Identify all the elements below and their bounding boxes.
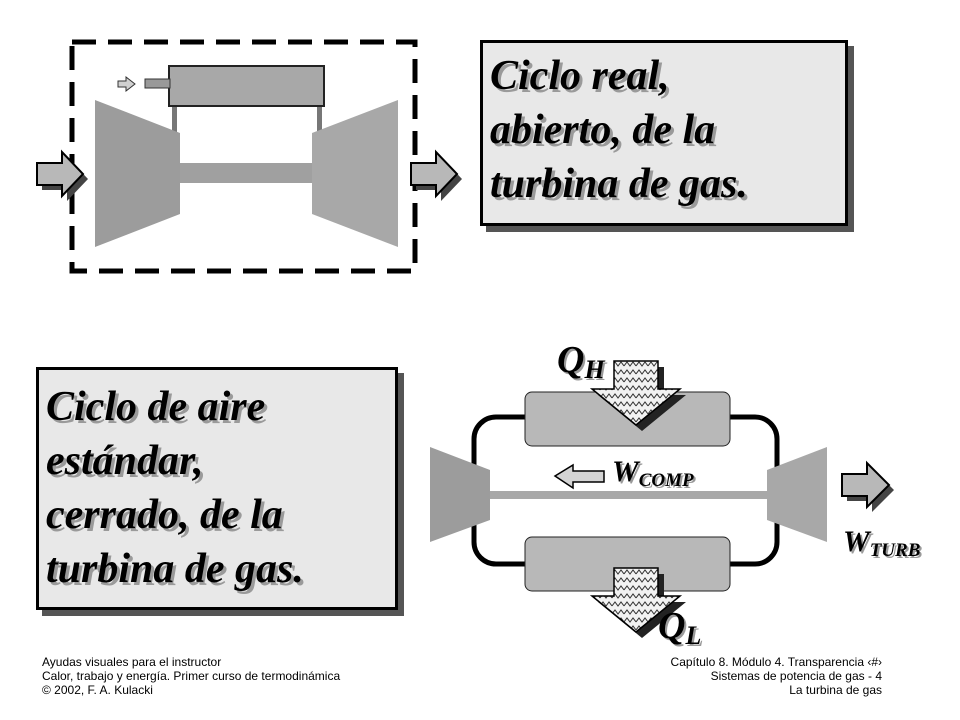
combustor-leg-left <box>172 103 177 137</box>
label-wturb: WTURB <box>843 525 920 562</box>
work-turb-arrow-icon <box>841 460 894 512</box>
fuel-pipe <box>144 78 171 89</box>
combustor <box>168 65 325 107</box>
shaft <box>490 491 770 499</box>
footer-right-line-1: Capítulo 8. Módulo 4. Transparencia ‹#› <box>670 655 882 669</box>
footer-left-line-3: © 2002, F. A. Kulacki <box>42 683 153 697</box>
label-wcomp-sub: COMP <box>638 470 694 491</box>
label-ql-sub: L <box>685 621 702 650</box>
closed-cycle-box: Ciclo de aire estándar, cerrado, de la t… <box>36 367 398 610</box>
inlet-arrow-icon <box>36 149 88 201</box>
footer-left-line-2: Calor, trabajo y energía. Primer curso d… <box>42 669 341 683</box>
label-wturb-sub: TURB <box>869 540 921 561</box>
footer-right-line-2: Sistemas de potencia de gas - 4 <box>710 669 882 683</box>
open-cycle-title: Ciclo real, abierto, de la turbina de ga… <box>490 53 748 207</box>
footer-left-line-1: Ayudas visuales para el instructor <box>42 655 222 669</box>
footer-right-line-3: La turbina de gas <box>789 683 882 697</box>
compressor <box>430 447 490 542</box>
label-ql-main: Q <box>658 605 686 647</box>
outlet-arrow-icon <box>410 149 462 201</box>
footer-left: Ayudas visuales para el instructor Calor… <box>42 655 340 697</box>
closed-cycle-diagram <box>430 360 894 638</box>
control-volume-boundary <box>69 39 418 274</box>
label-wcomp: WCOMP <box>612 455 694 492</box>
label-qh-main: Q <box>557 339 585 381</box>
turbine <box>767 447 827 542</box>
heat-in-arrow-icon <box>589 360 686 431</box>
shaft <box>180 163 312 183</box>
fuel-arrow-icon <box>117 75 136 93</box>
label-qh: QH <box>557 338 605 385</box>
label-wcomp-main: W <box>612 455 639 488</box>
closed-cycle-title: Ciclo de aire estándar, cerrado, de la t… <box>46 384 304 592</box>
work-comp-arrow-icon <box>553 463 605 490</box>
label-qh-sub: H <box>584 355 605 384</box>
compressor <box>95 100 180 247</box>
footer-right: Capítulo 8. Módulo 4. Transparencia ‹#› … <box>671 655 882 697</box>
label-ql: QL <box>658 604 701 651</box>
label-wturb-main: W <box>843 525 870 558</box>
open-cycle-diagram <box>36 39 462 274</box>
heat-out-arrow-icon <box>589 567 686 638</box>
open-cycle-box: Ciclo real, abierto, de la turbina de ga… <box>480 40 848 226</box>
turbine <box>312 100 398 247</box>
combustor-leg-right <box>317 103 322 137</box>
